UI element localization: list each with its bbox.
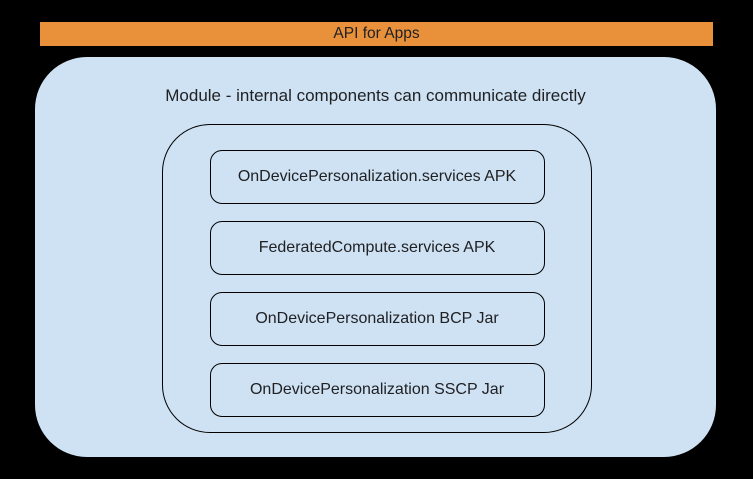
component-label-odp-sscp-jar: OnDevicePersonalization SSCP Jar [249,381,505,398]
module-boundary: OnDevicePersonalization.services APK Fed… [162,124,592,433]
component-box-odp-bcp-jar: OnDevicePersonalization BCP Jar [209,292,545,346]
module-title: Module - internal components can communi… [165,86,586,105]
component-box-odp-services-apk: OnDevicePersonalization.services APK [209,150,545,204]
api-for-apps-banner: API for Apps [40,22,713,46]
api-for-apps-label: API for Apps [333,25,420,43]
component-box-federatedcompute-services-apk: FederatedCompute.services APK [209,221,545,275]
component-label-odp-bcp-jar: OnDevicePersonalization BCP Jar [255,310,499,327]
component-box-odp-sscp-jar: OnDevicePersonalization SSCP Jar [209,363,545,417]
component-label-federatedcompute-services-apk: FederatedCompute.services APK [258,239,496,256]
module-container: Module - internal components can communi… [35,57,716,457]
component-label-odp-services-apk: OnDevicePersonalization.services APK [237,168,517,185]
